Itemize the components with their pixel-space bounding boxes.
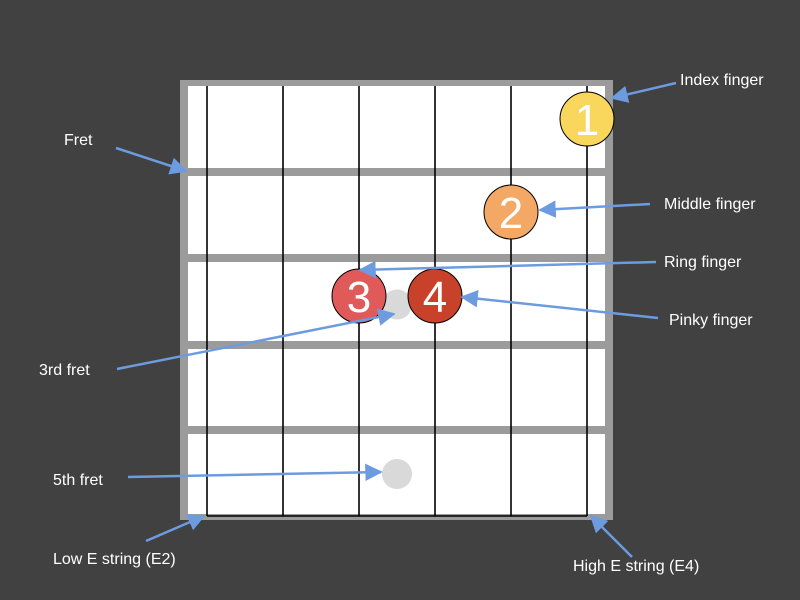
finger-circle (483, 184, 539, 240)
finger-circle (559, 91, 615, 147)
finger-dot-3: 3 (331, 268, 387, 324)
arrow-middle (538, 200, 651, 218)
arrow-third-fret (116, 308, 396, 371)
label-pinky-finger: Pinky finger (669, 312, 753, 329)
arrow-ring (358, 260, 657, 279)
finger-dot-2: 2 (483, 184, 539, 240)
finger-dot-1: 1 (559, 91, 615, 147)
finger-number: 2 (499, 189, 523, 238)
callout-arrows (115, 81, 677, 558)
finger-number: 3 (347, 273, 371, 322)
fret-cell (188, 176, 605, 254)
finger-number: 1 (575, 96, 599, 145)
label-fifth-fret: 5th fret (53, 472, 103, 489)
finger-dot-4: 4 (407, 268, 463, 324)
arrow-low-e (145, 514, 206, 543)
label-middle-finger: Middle finger (664, 196, 756, 213)
label-index-finger: Index finger (680, 72, 764, 89)
label-low-e-string: Low E string (E2) (53, 551, 176, 568)
label-third-fret: 3rd fret (39, 362, 90, 379)
fret-inlay-marker (382, 459, 412, 489)
finger-dots: 1 2 3 4 (331, 91, 615, 324)
arrow-pinky (460, 289, 659, 320)
arrow-fifth-fret (127, 463, 383, 482)
arrow-index (610, 81, 677, 103)
arrow-fret (115, 146, 188, 175)
fret-cell (188, 349, 605, 426)
fret-cell (188, 86, 605, 168)
arrow-high-e (589, 514, 633, 558)
label-fret: Fret (64, 132, 93, 149)
label-ring-finger: Ring finger (664, 254, 742, 271)
label-high-e-string: High E string (E4) (573, 558, 700, 575)
finger-number: 4 (423, 273, 447, 322)
